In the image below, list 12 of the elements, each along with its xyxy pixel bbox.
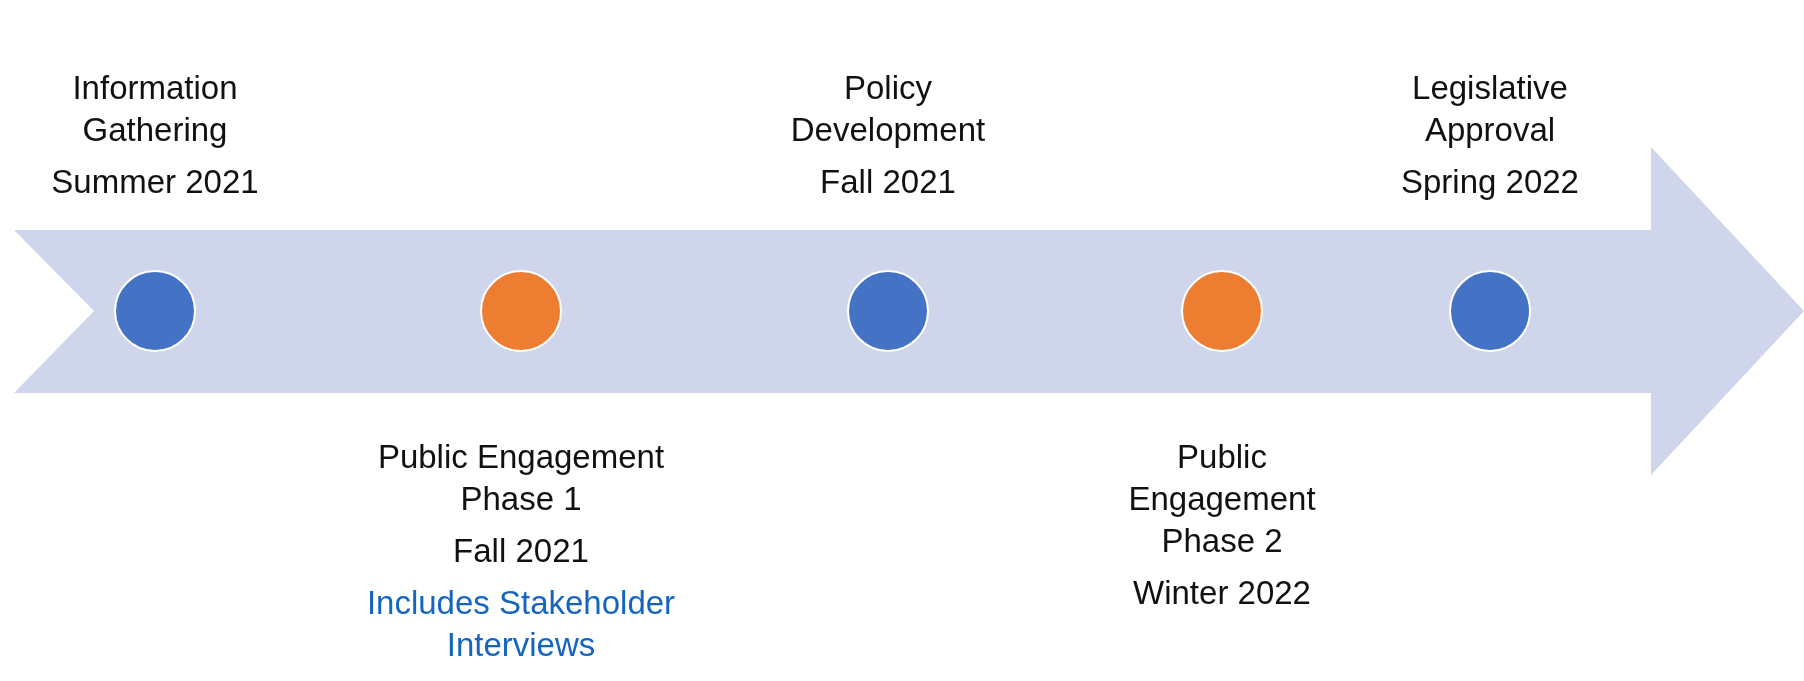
milestone-title: Public Engagement Phase 2 [1127, 437, 1317, 561]
milestone-title: Public Engagement Phase 1 [376, 437, 666, 519]
milestone-date: Summer 2021 [51, 162, 259, 202]
milestone-title: Information Gathering [71, 68, 239, 150]
milestone-date: Winter 2022 [1133, 573, 1311, 613]
milestone-date: Fall 2021 [453, 531, 589, 571]
milestone-date: Fall 2021 [820, 162, 956, 202]
milestone-note: Includes Stakeholder Interviews [365, 583, 677, 665]
milestone-title: Policy Development [789, 68, 987, 150]
milestone-date: Spring 2022 [1401, 162, 1579, 202]
milestone-title: Legislative Approval [1411, 68, 1569, 150]
timeline-arrow [14, 147, 1804, 475]
